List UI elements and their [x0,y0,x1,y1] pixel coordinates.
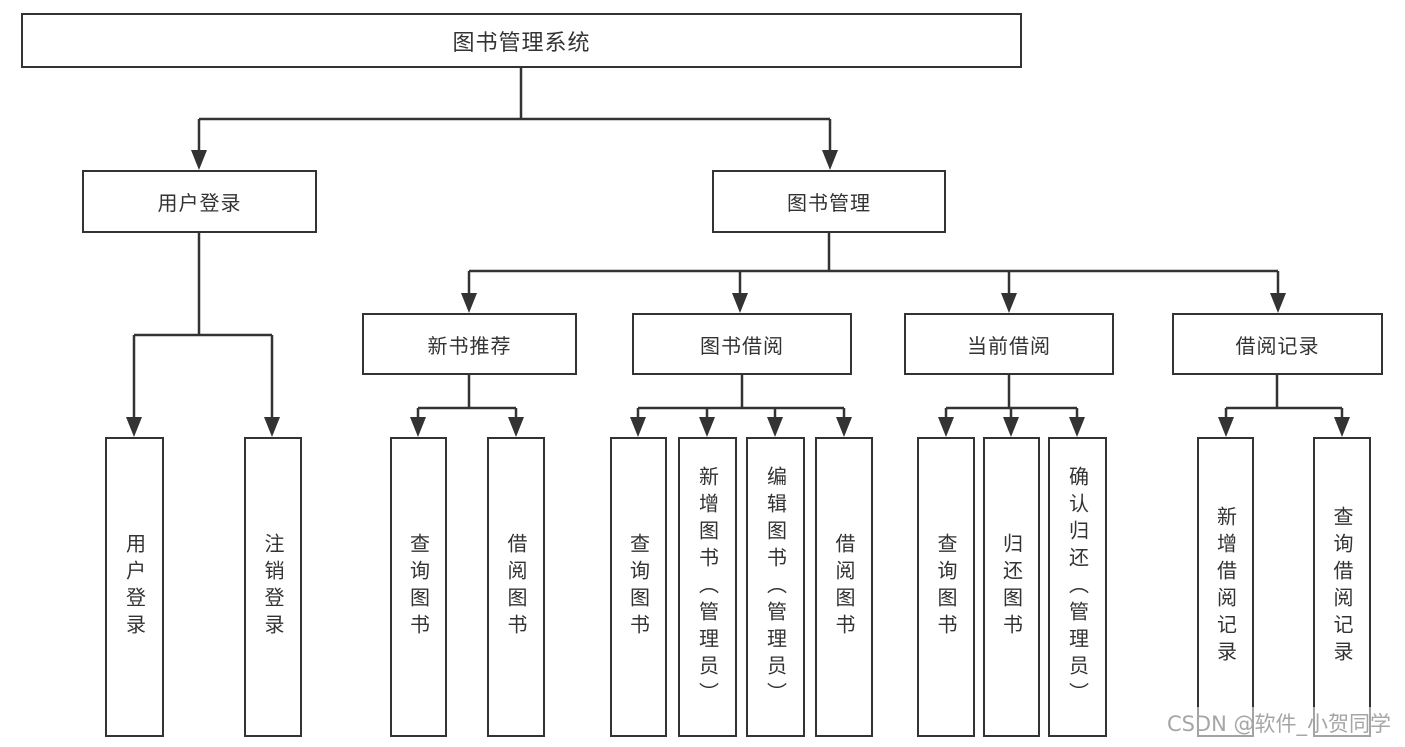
leaf-edit-book-admin: 编辑图书（管理员） [746,437,805,737]
leaf-logout: 注销登录 [244,437,302,737]
node-book-borrowing: 图书借阅 [632,313,852,375]
node-label: 查询借阅记录 [1330,506,1354,668]
node-label: 查询图书 [934,533,958,641]
node-label: 确认归还（管理员） [1065,465,1090,709]
node-label: 图书借阅 [700,333,784,358]
leaf-borrow-books-borrowing: 借阅图书 [815,437,873,737]
node-label: 新增图书（管理员） [695,465,720,709]
leaf-query-books-recommend: 查询图书 [390,437,447,737]
node-user-login: 用户登录 [82,170,317,233]
node-library-management-system: 图书管理系统 [21,13,1022,68]
leaf-user-login: 用户登录 [105,437,164,737]
node-label: 图书管理 [787,191,871,215]
node-label: 查询图书 [626,533,651,641]
node-label: 注销登录 [261,533,285,641]
node-label: 借阅记录 [1235,333,1320,358]
node-label: 当前借阅 [967,333,1051,358]
node-label: 新书推荐 [427,333,512,358]
csdn-watermark: CSDN @软件_小贺同学 [1164,707,1393,739]
node-current-borrowing: 当前借阅 [904,313,1114,375]
leaf-confirm-return-admin: 确认归还（管理员） [1048,437,1107,737]
node-label: 图书管理系统 [452,30,591,56]
node-label: 查询图书 [406,533,431,641]
node-label: 借阅图书 [832,533,856,641]
node-label: 借阅图书 [504,533,528,641]
leaf-return-book: 归还图书 [983,437,1040,737]
leaf-query-books-current: 查询图书 [917,437,975,737]
node-book-management: 图书管理 [712,170,946,233]
node-label: 归还图书 [999,533,1024,641]
node-label: 用户登录 [157,191,242,215]
leaf-add-borrow-record: 新增借阅记录 [1197,437,1254,737]
node-label: 编辑图书（管理员） [763,465,788,709]
leaf-query-books-borrowing: 查询图书 [610,437,667,737]
leaf-query-borrow-record: 查询借阅记录 [1313,437,1371,737]
node-label: 用户登录 [122,533,147,641]
node-borrowing-records: 借阅记录 [1172,313,1383,375]
node-new-book-recommend: 新书推荐 [362,313,577,375]
leaf-add-book-admin: 新增图书（管理员） [678,437,737,737]
node-label: 新增借阅记录 [1213,506,1238,668]
leaf-borrow-books-recommend: 借阅图书 [487,437,545,737]
